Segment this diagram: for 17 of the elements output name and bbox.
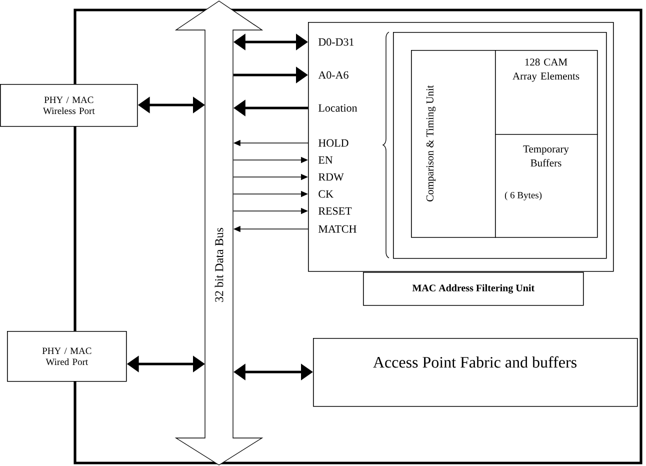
array-box: 128 CAM Array Elements bbox=[495, 50, 598, 135]
pin-name: MATCH bbox=[318, 225, 356, 233]
port-box: PHY / MAC Wired Port bbox=[7, 331, 127, 382]
caption-box: MAC Address Filtering Unit bbox=[363, 272, 584, 306]
pin-name: D0-D31 bbox=[318, 38, 354, 46]
port-box: PHY / MAC Wireless Port bbox=[0, 84, 138, 127]
pin-name: Location bbox=[318, 104, 358, 112]
pin-name: EN bbox=[318, 156, 333, 164]
pin-name: RESET bbox=[318, 207, 352, 215]
fabric-box: Access Point Fabric and buffers bbox=[313, 338, 638, 407]
unit-box: Comparison & Timing Unit bbox=[411, 50, 496, 238]
pin-name: A0-A6 bbox=[318, 71, 348, 79]
node-label: 32 bit Data Bus bbox=[214, 228, 224, 302]
pin-name: CK bbox=[318, 190, 334, 198]
pin-name: RDW bbox=[318, 173, 344, 181]
buffer-box: Temporary Buffers ( 6 Bytes) bbox=[495, 134, 598, 238]
pin-name: HOLD bbox=[318, 139, 348, 147]
